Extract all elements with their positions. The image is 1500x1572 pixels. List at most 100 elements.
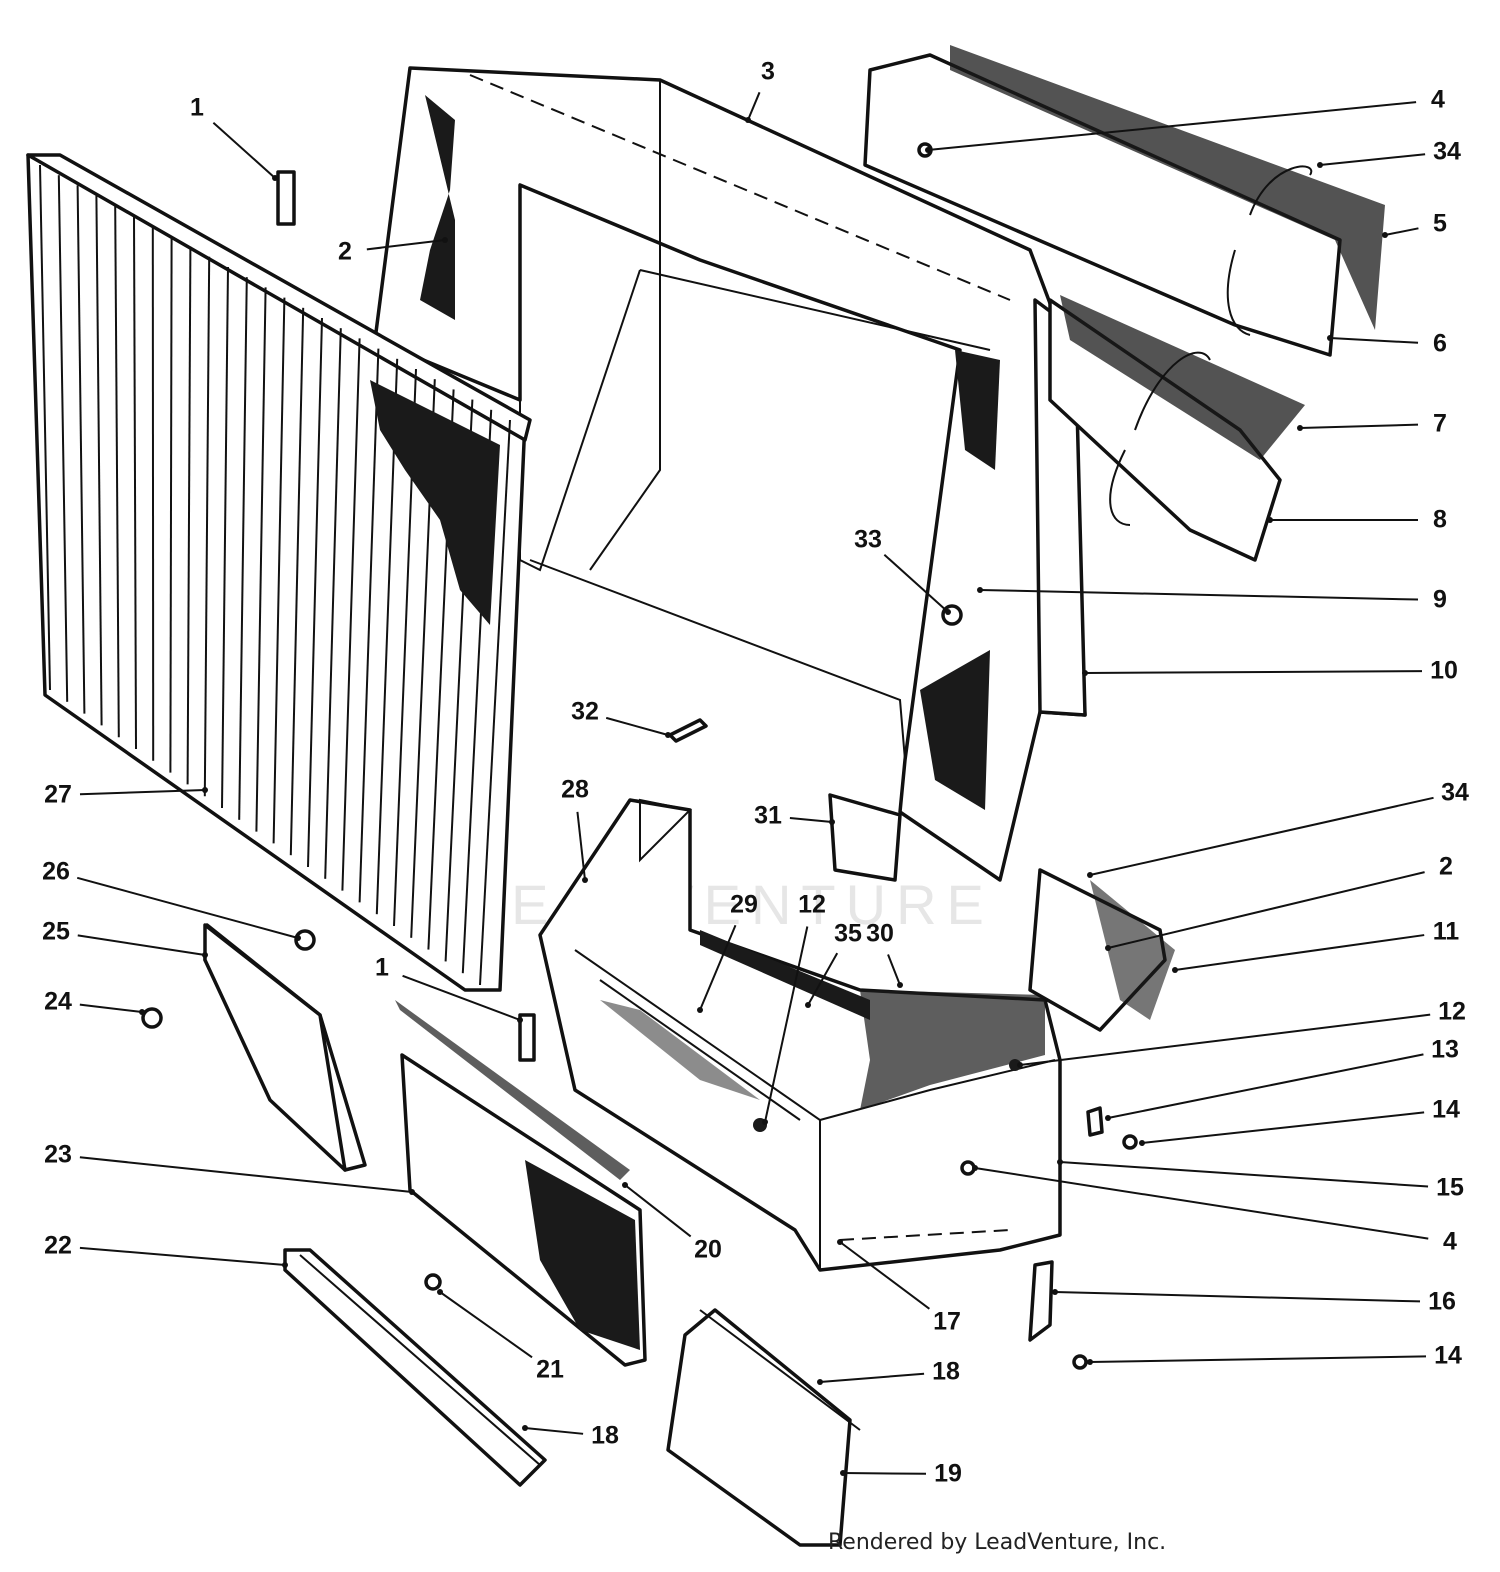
leader-dot-c2b <box>1105 945 1111 951</box>
callout-c25: 25 <box>42 917 70 946</box>
grille-fin <box>289 307 305 856</box>
part-1-clip-lower <box>518 1013 536 1062</box>
leader-c10 <box>1084 670 1423 674</box>
part-22-bracket-bar <box>283 1248 547 1487</box>
part-14-screw-lower <box>1072 1354 1088 1370</box>
leader-c28 <box>576 811 586 881</box>
leader-c19 <box>842 1472 927 1475</box>
leader-c14a <box>1141 1111 1425 1144</box>
leader-dot-c10 <box>1082 670 1088 676</box>
callout-c14b: 14 <box>1434 1341 1462 1370</box>
leader-c34a <box>1319 153 1426 166</box>
leader-dot-c18a <box>817 1379 823 1385</box>
leader-dot-c1a <box>272 175 278 181</box>
leader-dot-c4b <box>972 1165 978 1171</box>
callout-c17: 17 <box>933 1307 961 1336</box>
leader-c11 <box>1174 934 1425 971</box>
leader-c21 <box>439 1291 533 1359</box>
part-3-shroud-frame <box>373 66 1087 882</box>
callout-c26: 26 <box>42 857 70 886</box>
leader-c1b <box>402 974 521 1021</box>
callout-c28: 28 <box>561 775 589 804</box>
leader-c24 <box>79 1003 143 1013</box>
grille-fin <box>203 256 211 797</box>
leader-dot-c16 <box>1052 1289 1058 1295</box>
leader-dot-c3 <box>745 117 751 123</box>
leader-c22 <box>79 1246 286 1266</box>
leader-dot-c12b <box>1017 1062 1023 1068</box>
leader-dot-c17 <box>837 1239 843 1245</box>
leader-dot-c20 <box>622 1182 628 1188</box>
leader-dot-c21 <box>437 1289 443 1295</box>
callout-c32: 32 <box>571 697 599 726</box>
callout-c27: 27 <box>44 780 72 809</box>
grille-fin <box>114 205 120 738</box>
leader-dot-c13 <box>1105 1115 1111 1121</box>
callout-c31: 31 <box>754 801 782 830</box>
leader-dot-c34b <box>1087 872 1093 878</box>
part-1-clip-upper <box>276 170 296 226</box>
leader-dot-c19 <box>840 1470 846 1476</box>
callout-c20: 20 <box>694 1235 722 1264</box>
callout-c23: 23 <box>44 1140 72 1169</box>
leader-dot-c14a <box>1139 1140 1145 1146</box>
leader-c6 <box>1329 337 1419 344</box>
callout-c22: 22 <box>44 1231 72 1260</box>
callout-c12b: 12 <box>1438 997 1466 1026</box>
callout-c6: 6 <box>1433 329 1447 358</box>
callout-c29: 29 <box>730 890 758 919</box>
callout-c4b: 4 <box>1443 1227 1457 1256</box>
leader-c34b <box>1089 796 1434 876</box>
callout-c2a: 2 <box>338 237 352 266</box>
part-32-screw <box>668 718 708 743</box>
leader-dot-c8 <box>1267 517 1273 523</box>
grille-fin <box>57 175 69 702</box>
leader-c16 <box>1054 1291 1421 1303</box>
part-12-plug-b <box>1009 1059 1021 1071</box>
part-19-cover-plate <box>666 1308 852 1547</box>
leader-c5 <box>1384 227 1419 236</box>
part-17-lower-box-assembly <box>538 798 1062 1272</box>
leader-c32 <box>605 716 669 736</box>
part-24-nut <box>141 1007 163 1029</box>
leader-dot-c2a <box>442 237 448 243</box>
callout-c34a: 34 <box>1433 137 1461 166</box>
callout-c18b: 18 <box>591 1421 619 1450</box>
grille-fin <box>221 266 229 809</box>
callout-c14a: 14 <box>1432 1095 1460 1124</box>
part-6-upper-duct <box>863 45 1385 357</box>
leader-c27 <box>79 789 206 796</box>
callout-c24: 24 <box>44 987 72 1016</box>
grille-fin <box>324 328 342 879</box>
callout-c10: 10 <box>1430 656 1458 685</box>
callout-c13: 13 <box>1431 1035 1459 1064</box>
callout-c4a: 4 <box>1431 85 1445 114</box>
leader-dot-c22 <box>282 1262 288 1268</box>
callout-c21: 21 <box>536 1355 564 1384</box>
grille-fin <box>39 164 51 691</box>
callout-c15: 15 <box>1436 1173 1464 1202</box>
leader-c14b <box>1089 1355 1427 1363</box>
callout-c12a: 12 <box>798 890 826 919</box>
leader-dot-c26 <box>295 935 301 941</box>
leader-c12a <box>764 926 809 1123</box>
callout-c34b: 34 <box>1441 778 1469 807</box>
leader-dot-c6 <box>1327 335 1333 341</box>
leader-dot-c32 <box>665 732 671 738</box>
leader-c18b <box>524 1427 584 1435</box>
leader-dot-c12a <box>762 1119 768 1125</box>
grille-fin <box>358 348 380 903</box>
leader-dot-c14b <box>1087 1359 1093 1365</box>
part-14-screw-upper <box>1122 1134 1138 1150</box>
leader-dot-c30 <box>897 982 903 988</box>
leader-c15 <box>1059 1161 1429 1188</box>
grille-fin <box>307 317 323 868</box>
leader-dot-c1b <box>517 1017 523 1023</box>
grille-fin <box>95 195 103 726</box>
leader-dot-c29 <box>697 1007 703 1013</box>
callout-c18a: 18 <box>932 1357 960 1386</box>
leader-c25 <box>77 934 206 956</box>
leader-c4a <box>927 101 1417 151</box>
callout-c3: 3 <box>761 57 775 86</box>
